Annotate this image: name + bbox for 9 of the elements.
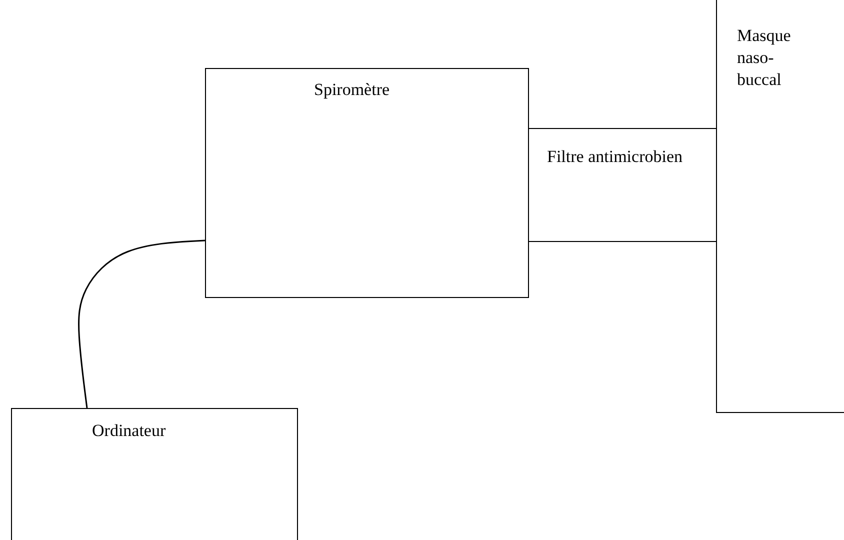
device-label: Filtre antimicrobien <box>547 146 684 168</box>
device-label: Spiromètre <box>314 79 391 101</box>
device-label: Masque naso-buccal <box>737 25 792 91</box>
device-box <box>528 128 717 242</box>
device-box <box>205 68 529 298</box>
cable-line <box>78 240 206 408</box>
device-box <box>11 408 298 540</box>
device-box <box>716 0 844 413</box>
device-label: Ordinateur <box>92 420 167 442</box>
